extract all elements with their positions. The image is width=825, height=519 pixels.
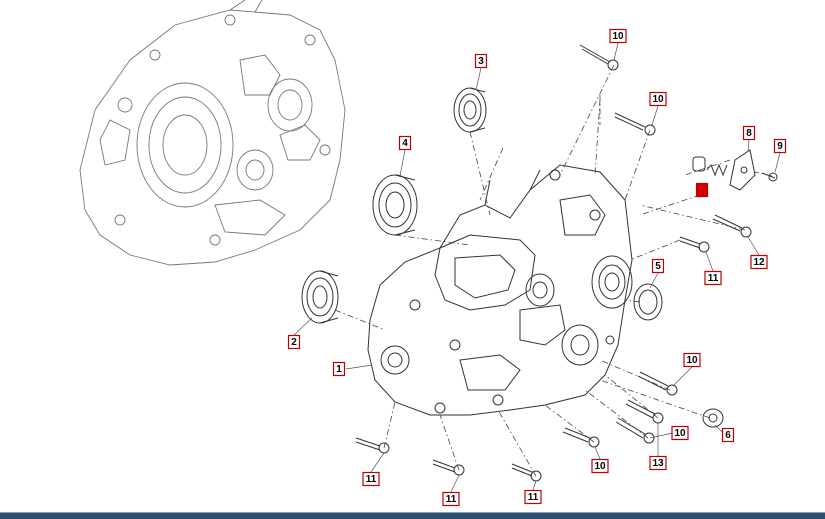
callout-c10-mid[interactable]: 10	[683, 352, 701, 368]
callout-box	[287, 334, 301, 350]
callout-number: 11	[366, 474, 377, 485]
callout-box	[609, 28, 627, 44]
callout-box	[524, 489, 542, 505]
callout-number: 6	[725, 430, 731, 441]
callout-number: 11	[708, 273, 719, 284]
callout-box	[362, 471, 380, 487]
callout-ticks	[293, 42, 781, 493]
callout-number: 11	[446, 494, 457, 505]
callout-labels: 10 3 10 8 4 9 7 5 12 11 2 10 1 10 6 10 13 11 11 11	[287, 28, 787, 507]
callout-number: 9	[777, 141, 783, 152]
callout-c8[interactable]: 8	[742, 125, 756, 141]
callout-number: 1	[336, 364, 342, 375]
callout-c11-bottom-a[interactable]: 11	[442, 491, 460, 507]
callout-box	[332, 361, 346, 377]
bottom-status-bar	[0, 512, 825, 519]
callout-box	[671, 425, 689, 441]
callout-c5[interactable]: 5	[651, 258, 665, 274]
callout-box	[591, 458, 609, 474]
callout-number: 11	[528, 492, 539, 503]
callout-c11-bottom-b[interactable]: 11	[524, 489, 542, 505]
callout-box	[742, 125, 756, 141]
bolts	[355, 44, 752, 482]
callout-c9[interactable]: 9	[773, 138, 787, 154]
callout-number: 10	[594, 461, 606, 472]
callout-number: 10	[652, 94, 664, 105]
callout-c10-top[interactable]: 10	[609, 28, 627, 44]
bearing-4	[372, 174, 418, 236]
callout-c12[interactable]: 12	[750, 254, 768, 270]
callout-box	[649, 91, 667, 107]
callout-c10-low[interactable]: 10	[671, 425, 689, 441]
callout-c7[interactable]: 7	[695, 182, 709, 198]
callout-number: 7	[699, 185, 705, 196]
callout-number: 3	[478, 56, 484, 67]
callout-number: 10	[612, 31, 624, 42]
callout-c4[interactable]: 4	[398, 135, 412, 151]
callout-box	[683, 352, 701, 368]
bearing-2	[301, 270, 339, 324]
callout-number: 13	[652, 458, 664, 469]
callout-number: 8	[746, 128, 752, 139]
callout-c11-left[interactable]: 11	[362, 471, 380, 487]
callout-number: 10	[686, 355, 698, 366]
callout-box	[750, 254, 768, 270]
callout-box	[721, 427, 735, 443]
callout-c10-bottom[interactable]: 10	[591, 458, 609, 474]
callout-box	[442, 491, 460, 507]
spring-assembly	[692, 149, 778, 191]
callout-c13[interactable]: 13	[649, 455, 667, 471]
callout-box	[651, 258, 665, 274]
callout-c6[interactable]: 6	[721, 427, 735, 443]
callout-number: 12	[753, 257, 765, 268]
callout-box	[649, 455, 667, 471]
callout-c11-right[interactable]: 11	[704, 270, 722, 286]
callout-number: 10	[674, 428, 686, 439]
callout-box	[704, 270, 722, 286]
callout-c10-b[interactable]: 10	[649, 91, 667, 107]
callout-box	[695, 182, 709, 198]
left-crankcase-half	[79, 0, 346, 266]
callout-box	[474, 53, 488, 69]
callout-c1[interactable]: 1	[332, 361, 346, 377]
leader-lines	[334, 64, 773, 477]
bearing-3	[453, 87, 487, 133]
callout-c3[interactable]: 3	[474, 53, 488, 69]
callout-number: 4	[402, 138, 408, 149]
callout-box	[773, 138, 787, 154]
washer-6	[702, 408, 724, 428]
callout-number: 2	[291, 337, 297, 348]
callout-c2[interactable]: 2	[287, 334, 301, 350]
callout-box	[398, 135, 412, 151]
right-crankcase-half	[367, 164, 633, 416]
callout-number: 5	[655, 261, 661, 272]
